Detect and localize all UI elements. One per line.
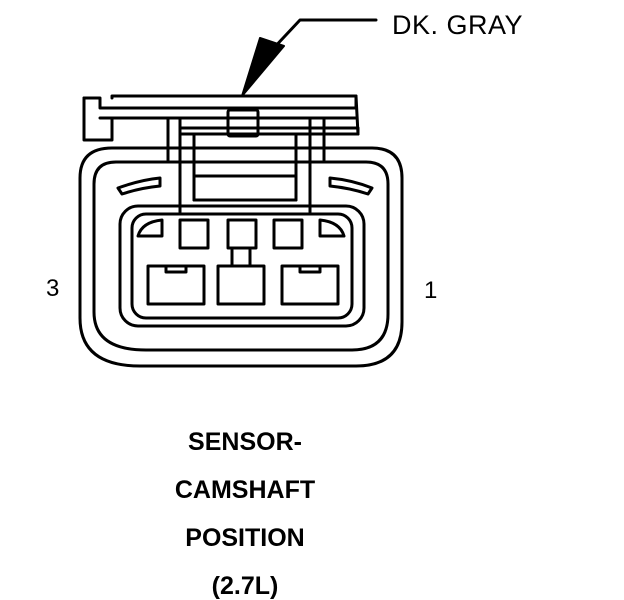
terminal-1 bbox=[280, 264, 340, 306]
terminal-2 bbox=[216, 248, 266, 306]
cavity-upper-left bbox=[178, 218, 210, 250]
caption-line: CAMSHAFT bbox=[174, 476, 316, 504]
caption-line: (2.7L) bbox=[211, 572, 279, 600]
latch-tab bbox=[226, 108, 260, 138]
callout-leader bbox=[241, 18, 378, 97]
locking-latch bbox=[82, 94, 360, 214]
wire-color-label: DK. GRAY bbox=[392, 10, 524, 40]
callout-arrowhead bbox=[241, 37, 285, 97]
key-right bbox=[318, 218, 346, 238]
cavity-upper-right bbox=[272, 218, 304, 250]
terminal-cavity-block bbox=[118, 204, 366, 328]
caption-line: SENSOR- bbox=[188, 428, 302, 456]
housing-ribs bbox=[116, 176, 374, 196]
key-left bbox=[136, 218, 164, 238]
pin-number-right: 1 bbox=[424, 277, 438, 304]
caption-line: POSITION bbox=[185, 524, 305, 552]
connector-housing bbox=[78, 146, 404, 368]
terminal-3 bbox=[146, 264, 206, 306]
component-caption: SENSOR- CAMSHAFT POSITION (2.7L) bbox=[120, 418, 370, 600]
pin-number-left: 3 bbox=[46, 275, 60, 302]
cavity-upper-center bbox=[226, 218, 258, 250]
